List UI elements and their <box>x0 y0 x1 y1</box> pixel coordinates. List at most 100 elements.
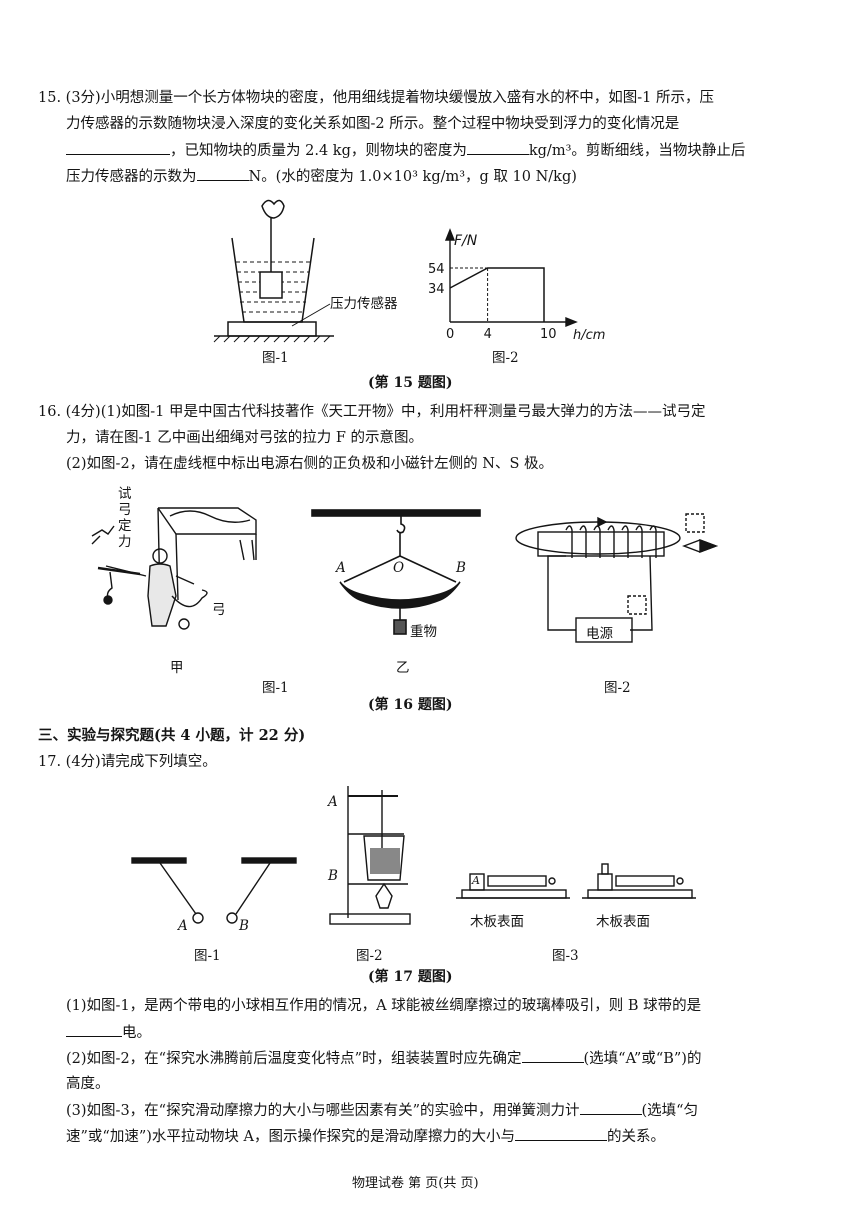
ball-a-label: A <box>178 918 188 934</box>
q15-fig2-caption: 图-2 <box>492 350 519 366</box>
series-line <box>449 267 545 322</box>
stand-a-label: A <box>328 794 338 810</box>
water-dots <box>370 848 400 874</box>
ball-a <box>192 912 204 924</box>
q17-p3: (3)如图-3，在“探究滑动摩擦力的大小与哪些因素有关”的实验中，用弹簧测力计 (… <box>66 1100 698 1121</box>
weight-block <box>393 619 407 635</box>
ground-hatch <box>213 335 331 343</box>
hand-icon <box>261 199 285 219</box>
q15-fig1-caption: 图-1 <box>262 350 289 366</box>
q16-caption: (第 16 题图) <box>368 697 453 713</box>
q17-p1-end: 电。 <box>122 1025 151 1041</box>
y-tick-label: 34 <box>428 282 445 297</box>
q17-p1-cont: 电。 <box>66 1022 151 1043</box>
rope-right <box>399 555 457 583</box>
q16-line1: 16. (4分)(1)如图-1 甲是中国古代科技著作《天工开物》中，利用杆秤测量… <box>38 404 706 420</box>
rope-left <box>343 555 401 583</box>
jia-label: 甲 <box>170 660 184 676</box>
dashed-box-power <box>627 595 647 615</box>
q15-line3-text: ，已知物块的质量为 2.4 kg，则物块的密度为 <box>170 143 467 159</box>
power-label: 电源 <box>586 626 613 642</box>
beam <box>311 509 481 517</box>
vertical-text-2: 弓 <box>118 502 132 518</box>
sensor-pointer <box>291 303 331 327</box>
q17-p3-text2: 速”或“加速”)水平拉动物块 A，图示操作探究的是滑动摩擦力的大小与 <box>66 1129 515 1145</box>
power-source <box>575 617 633 643</box>
q15-line1: 15. (3分)小明想测量一个长方体物块的密度，他用细线提着物块缓慢放入盛有水的… <box>38 90 714 106</box>
field-arrow-icon <box>597 516 608 528</box>
stand-b-label: B <box>328 868 338 884</box>
q15-line2: 力传感器的示数随物块浸入深度的变化关系如图-2 所示。整个过程中物块受到浮力的变… <box>66 116 680 132</box>
q17-p3-text: (3)如图-3，在“探究滑动摩擦力的大小与哪些因素有关”的实验中，用弹簧测力计 <box>66 1103 580 1119</box>
q17-p3-option: (选填“匀 <box>641 1103 699 1119</box>
block-a-2 <box>597 873 613 891</box>
dashed-box-needle <box>685 513 705 533</box>
q15-line4-text: 压力传感器的示数为 <box>66 169 197 185</box>
q17-p2-cont: 高度。 <box>66 1076 110 1092</box>
q16-fig2-caption: 图-2 <box>604 680 631 696</box>
q17-fig3-caption: 图-3 <box>552 948 579 964</box>
q17-caption: (第 17 题图) <box>368 969 453 985</box>
x-tick-label: 10 <box>540 327 557 342</box>
weight-top <box>601 863 609 875</box>
q16-fig1-caption: 图-1 <box>262 680 289 696</box>
wire-left <box>547 555 576 631</box>
q17-p3-cont: 速”或“加速”)水平拉动物块 A，图示操作探究的是滑动摩擦力的大小与的关系。 <box>66 1126 665 1147</box>
spring-scale-1 <box>487 875 547 887</box>
answer-blank[interactable] <box>196 166 249 181</box>
y-axis-arrow <box>444 228 456 241</box>
spring-scale-2 <box>615 875 675 887</box>
bow <box>339 581 461 609</box>
x-axis-label: h/cm <box>573 328 605 343</box>
answer-blank[interactable] <box>66 1022 122 1037</box>
weight-label: 重物 <box>410 624 437 640</box>
answer-blank[interactable] <box>514 1126 607 1141</box>
q17-p2: (2)如图-2，在“探究水沸腾前后温度变化特点”时，组装装置时应先确定 (选填“A… <box>66 1048 701 1069</box>
q15-line3: ，已知物块的质量为 2.4 kg，则物块的密度为 kg/m³。剪断细线，当物块静止… <box>66 140 745 161</box>
answer-blank[interactable] <box>66 140 170 155</box>
point-a-label: A <box>336 560 346 576</box>
section3-title: 三、实验与探究题(共 4 小题，计 22 分) <box>38 727 306 744</box>
x-axis-arrow <box>565 316 578 328</box>
page-footer: 物理试卷 第 页(共 页) <box>352 1176 479 1191</box>
stand-base <box>329 913 411 925</box>
bow-label: 弓 <box>212 602 226 618</box>
q15-line4: 压力传感器的示数为 N。(水的密度为 1.0×10³ kg/m³，g 取 10 N… <box>66 166 577 187</box>
ball-b <box>226 912 238 924</box>
q17-p2-option: (选填“A”或“B”)的 <box>583 1051 702 1067</box>
q15-line3-unit: kg/m³。剪断细线，当物块静止后 <box>528 143 746 159</box>
coil <box>565 525 657 558</box>
solenoid-core <box>537 531 665 557</box>
q15-caption: (第 15 题图) <box>368 375 453 391</box>
block-a-1 <box>469 873 485 891</box>
point-o-label: O <box>393 560 405 576</box>
q17-line1: 17. (4分)请完成下列填空。 <box>38 754 217 770</box>
x-tick-label: 0 <box>446 327 454 342</box>
q17-p1: (1)如图-1，是两个带电的小球相互作用的情况，A 球能被丝绸摩擦过的玻璃棒吸引… <box>66 998 702 1014</box>
q17-fig1-caption: 图-1 <box>194 948 221 964</box>
vertical-text-4: 力 <box>118 534 132 550</box>
yi-label: 乙 <box>396 660 410 676</box>
hook <box>396 516 406 534</box>
surface-label-2: 木板表面 <box>596 914 650 930</box>
y-axis-label: F/N <box>454 233 478 249</box>
answer-blank[interactable] <box>579 1100 642 1115</box>
q16-line2: 力，请在图-1 乙中画出细绳对弓弦的拉力 F 的示意图。 <box>66 430 424 446</box>
q16-line3: (2)如图-2，请在虚线框中标出电源右侧的正负极和小磁针左侧的 N、S 极。 <box>66 456 554 472</box>
answer-blank[interactable] <box>466 140 529 155</box>
ball-b-label: B <box>239 918 249 934</box>
lamp-icon <box>375 882 393 909</box>
vertical-text-1: 试 <box>118 486 132 502</box>
x-tick-label: 4 <box>484 327 492 342</box>
wire-right <box>630 555 653 631</box>
answer-blank[interactable] <box>521 1048 584 1063</box>
q15-line4-unit: N。(水的密度为 1.0×10³ kg/m³，g 取 10 N/kg) <box>248 169 577 185</box>
beaker <box>363 835 405 881</box>
q17-p2-text: (2)如图-2，在“探究水沸腾前后温度变化特点”时，组装装置时应先确定 <box>66 1051 522 1067</box>
